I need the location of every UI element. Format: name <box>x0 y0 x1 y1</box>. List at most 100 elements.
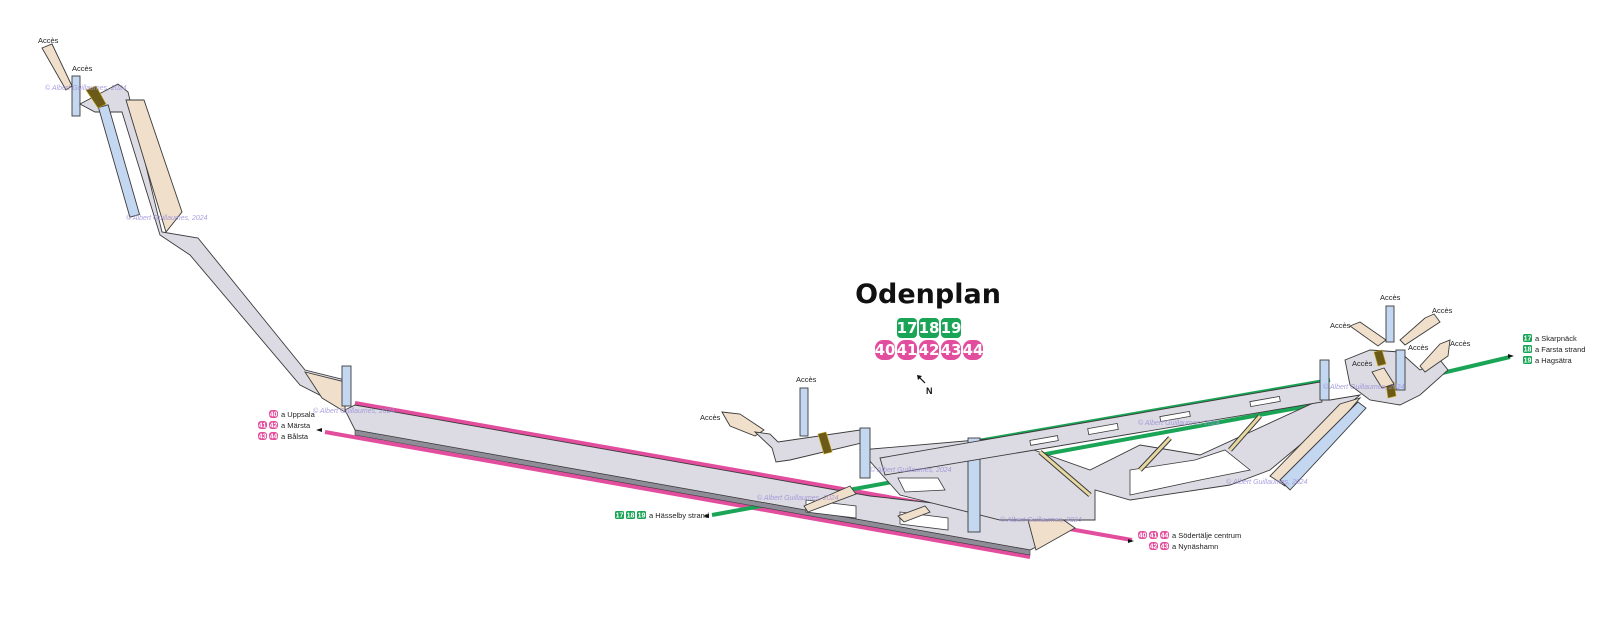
line-badge <box>1149 531 1158 539</box>
wall <box>125 99 183 233</box>
pillar <box>1279 401 1367 491</box>
line-badge-text: 43 <box>1161 544 1169 551</box>
wall <box>1371 367 1395 389</box>
pillar <box>1395 349 1406 391</box>
access-label: Accès <box>1432 306 1453 315</box>
direction-arrow-icon <box>1128 539 1134 543</box>
line-badge-41-text: 41 <box>897 341 918 359</box>
watermark: © Albert Guillaumes, 2024 <box>1323 383 1405 391</box>
access-label: Accès <box>1380 293 1401 302</box>
line-badge-text: 17 <box>616 513 624 520</box>
access-label: Accès <box>72 64 93 73</box>
access-label: Accès <box>700 413 721 422</box>
line-badge-41 <box>897 340 917 360</box>
destination-text: a Bålsta <box>281 432 309 441</box>
line-badge-18 <box>919 318 939 338</box>
access-ramp <box>1399 313 1441 346</box>
opening <box>1129 449 1251 496</box>
line-badge-44-text: 44 <box>963 341 984 359</box>
line-badge <box>1149 542 1158 550</box>
line-badge-43-text: 43 <box>941 341 962 359</box>
pillar <box>1319 359 1330 401</box>
pillar <box>71 75 81 117</box>
access-label: Accès <box>1330 321 1351 330</box>
access-ramp <box>1349 321 1387 347</box>
line-badge <box>1523 356 1532 364</box>
line-badge-19 <box>941 318 961 338</box>
destination-west-green: 17 18 19 a Hässelby strand <box>615 511 709 520</box>
pillar <box>859 427 871 479</box>
pink-track-south <box>324 430 1031 559</box>
destination-west-pink: 40 a Uppsala 41 42 a Märsta 43 44 a Båls… <box>258 410 322 441</box>
opening <box>1029 435 1059 446</box>
north-arrow-icon <box>917 375 926 384</box>
watermark: © Albert Guillaumes, 2024 <box>1000 516 1082 524</box>
line-badge <box>269 432 278 440</box>
destination-text: a Märsta <box>281 421 311 430</box>
line-badge-text: 44 <box>270 434 278 441</box>
pillar <box>341 365 352 407</box>
watermark: © Albert Guillaumes, 2024 <box>1138 419 1220 427</box>
access-label: Accès <box>796 375 817 384</box>
line-badge-text: 41 <box>259 423 267 430</box>
opening <box>897 477 946 493</box>
access-label: Accès <box>1450 339 1471 348</box>
corridor <box>79 83 346 409</box>
line-badge <box>1160 531 1169 539</box>
line-badge-42 <box>919 340 939 360</box>
line-badge <box>1523 334 1532 342</box>
access-labels: Accès Accès Accès Accès Accès Accès Accè… <box>38 36 1471 422</box>
line-badge <box>626 511 635 519</box>
watermarks: © Albert Guillaumes, 2024 © Albert Guill… <box>45 84 1405 524</box>
line-badge <box>1523 345 1532 353</box>
line-badge-40 <box>875 340 895 360</box>
line-badge <box>1160 542 1169 550</box>
opening <box>1159 410 1191 423</box>
destination-east-green: 17 a Skarpnäck 18 a Farsta strand 19 a H… <box>1508 334 1585 365</box>
line-badge-40-text: 40 <box>875 341 896 359</box>
line-badge <box>615 511 624 519</box>
line-badge-text: 18 <box>627 513 635 520</box>
line-badge-text: 41 <box>1150 533 1158 540</box>
line-badge-43 <box>941 340 961 360</box>
opening <box>1087 422 1119 436</box>
escalator <box>817 431 833 455</box>
escalator <box>85 85 107 109</box>
line-badge <box>258 421 267 429</box>
destination-text: a Farsta strand <box>1535 345 1585 354</box>
wall <box>303 371 346 413</box>
stair <box>1039 450 1091 497</box>
green-platform <box>879 381 1323 497</box>
watermark: © Albert Guillaumes, 2024 <box>870 466 952 474</box>
line-badge-17-text: 17 <box>897 319 918 337</box>
line-badge <box>1138 531 1147 539</box>
line-badge-42-text: 42 <box>919 341 940 359</box>
north-label: N <box>926 386 933 396</box>
line-badge-text: 44 <box>1161 533 1169 540</box>
corridor-side <box>354 429 1031 556</box>
pillar <box>799 387 809 437</box>
watermark: © Albert Guillaumes, 2024 <box>1226 478 1308 486</box>
stair <box>1138 436 1172 472</box>
station-header: Odenplan 17 18 19 40 41 42 43 44 N <box>855 279 1001 396</box>
line-badge <box>269 421 278 429</box>
destination-text: a Skarpnäck <box>1535 334 1577 343</box>
opening <box>1249 395 1281 408</box>
line-badge <box>637 511 646 519</box>
access-ramp <box>1419 339 1451 373</box>
line-badge-19-text: 19 <box>941 319 962 337</box>
east-access-structure <box>1319 305 1451 406</box>
escalator <box>1373 349 1387 367</box>
destination-text: a Hagsätra <box>1535 356 1573 365</box>
direction-arrow-icon <box>1508 354 1514 358</box>
line-badge <box>269 410 278 418</box>
corridor <box>753 429 867 463</box>
watermark: © Albert Guillaumes, 2024 <box>757 494 839 502</box>
west-access-structure <box>41 43 352 413</box>
line-badge <box>258 432 267 440</box>
watermark: © Albert Guillaumes, 2024 <box>313 407 395 415</box>
pink-line-badges: 40 41 42 43 44 <box>875 340 984 360</box>
stair <box>1228 415 1262 451</box>
wall <box>803 485 857 513</box>
